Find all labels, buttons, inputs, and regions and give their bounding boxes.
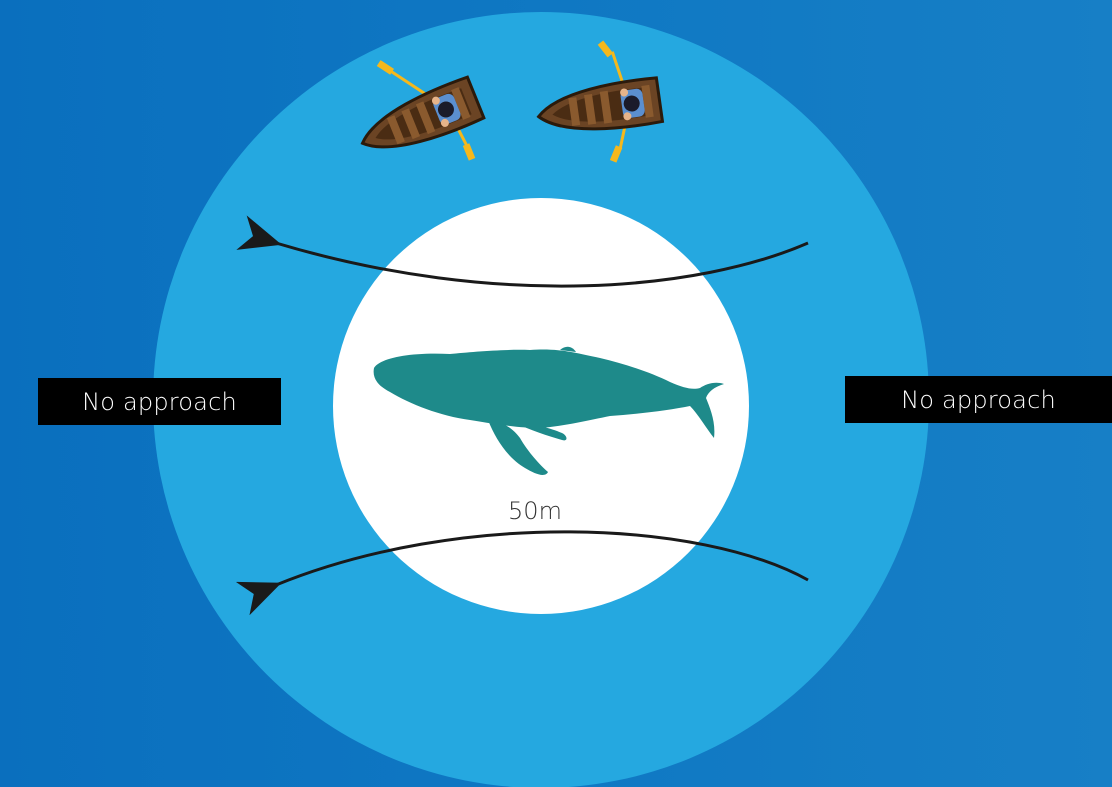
rowboat-icon [360, 60, 486, 161]
no-approach-text: No approach [82, 387, 237, 416]
humpback-whale-icon [373, 346, 724, 475]
no-approach-label-right: No approach [845, 376, 1112, 423]
distance-label: 50m [508, 497, 562, 525]
no-approach-text: No approach [901, 385, 1056, 414]
arrow-left-icon [236, 215, 809, 288]
arrow-left-icon [235, 530, 809, 616]
rowboat-icon [536, 40, 665, 163]
no-approach-label-left: No approach [38, 378, 281, 425]
